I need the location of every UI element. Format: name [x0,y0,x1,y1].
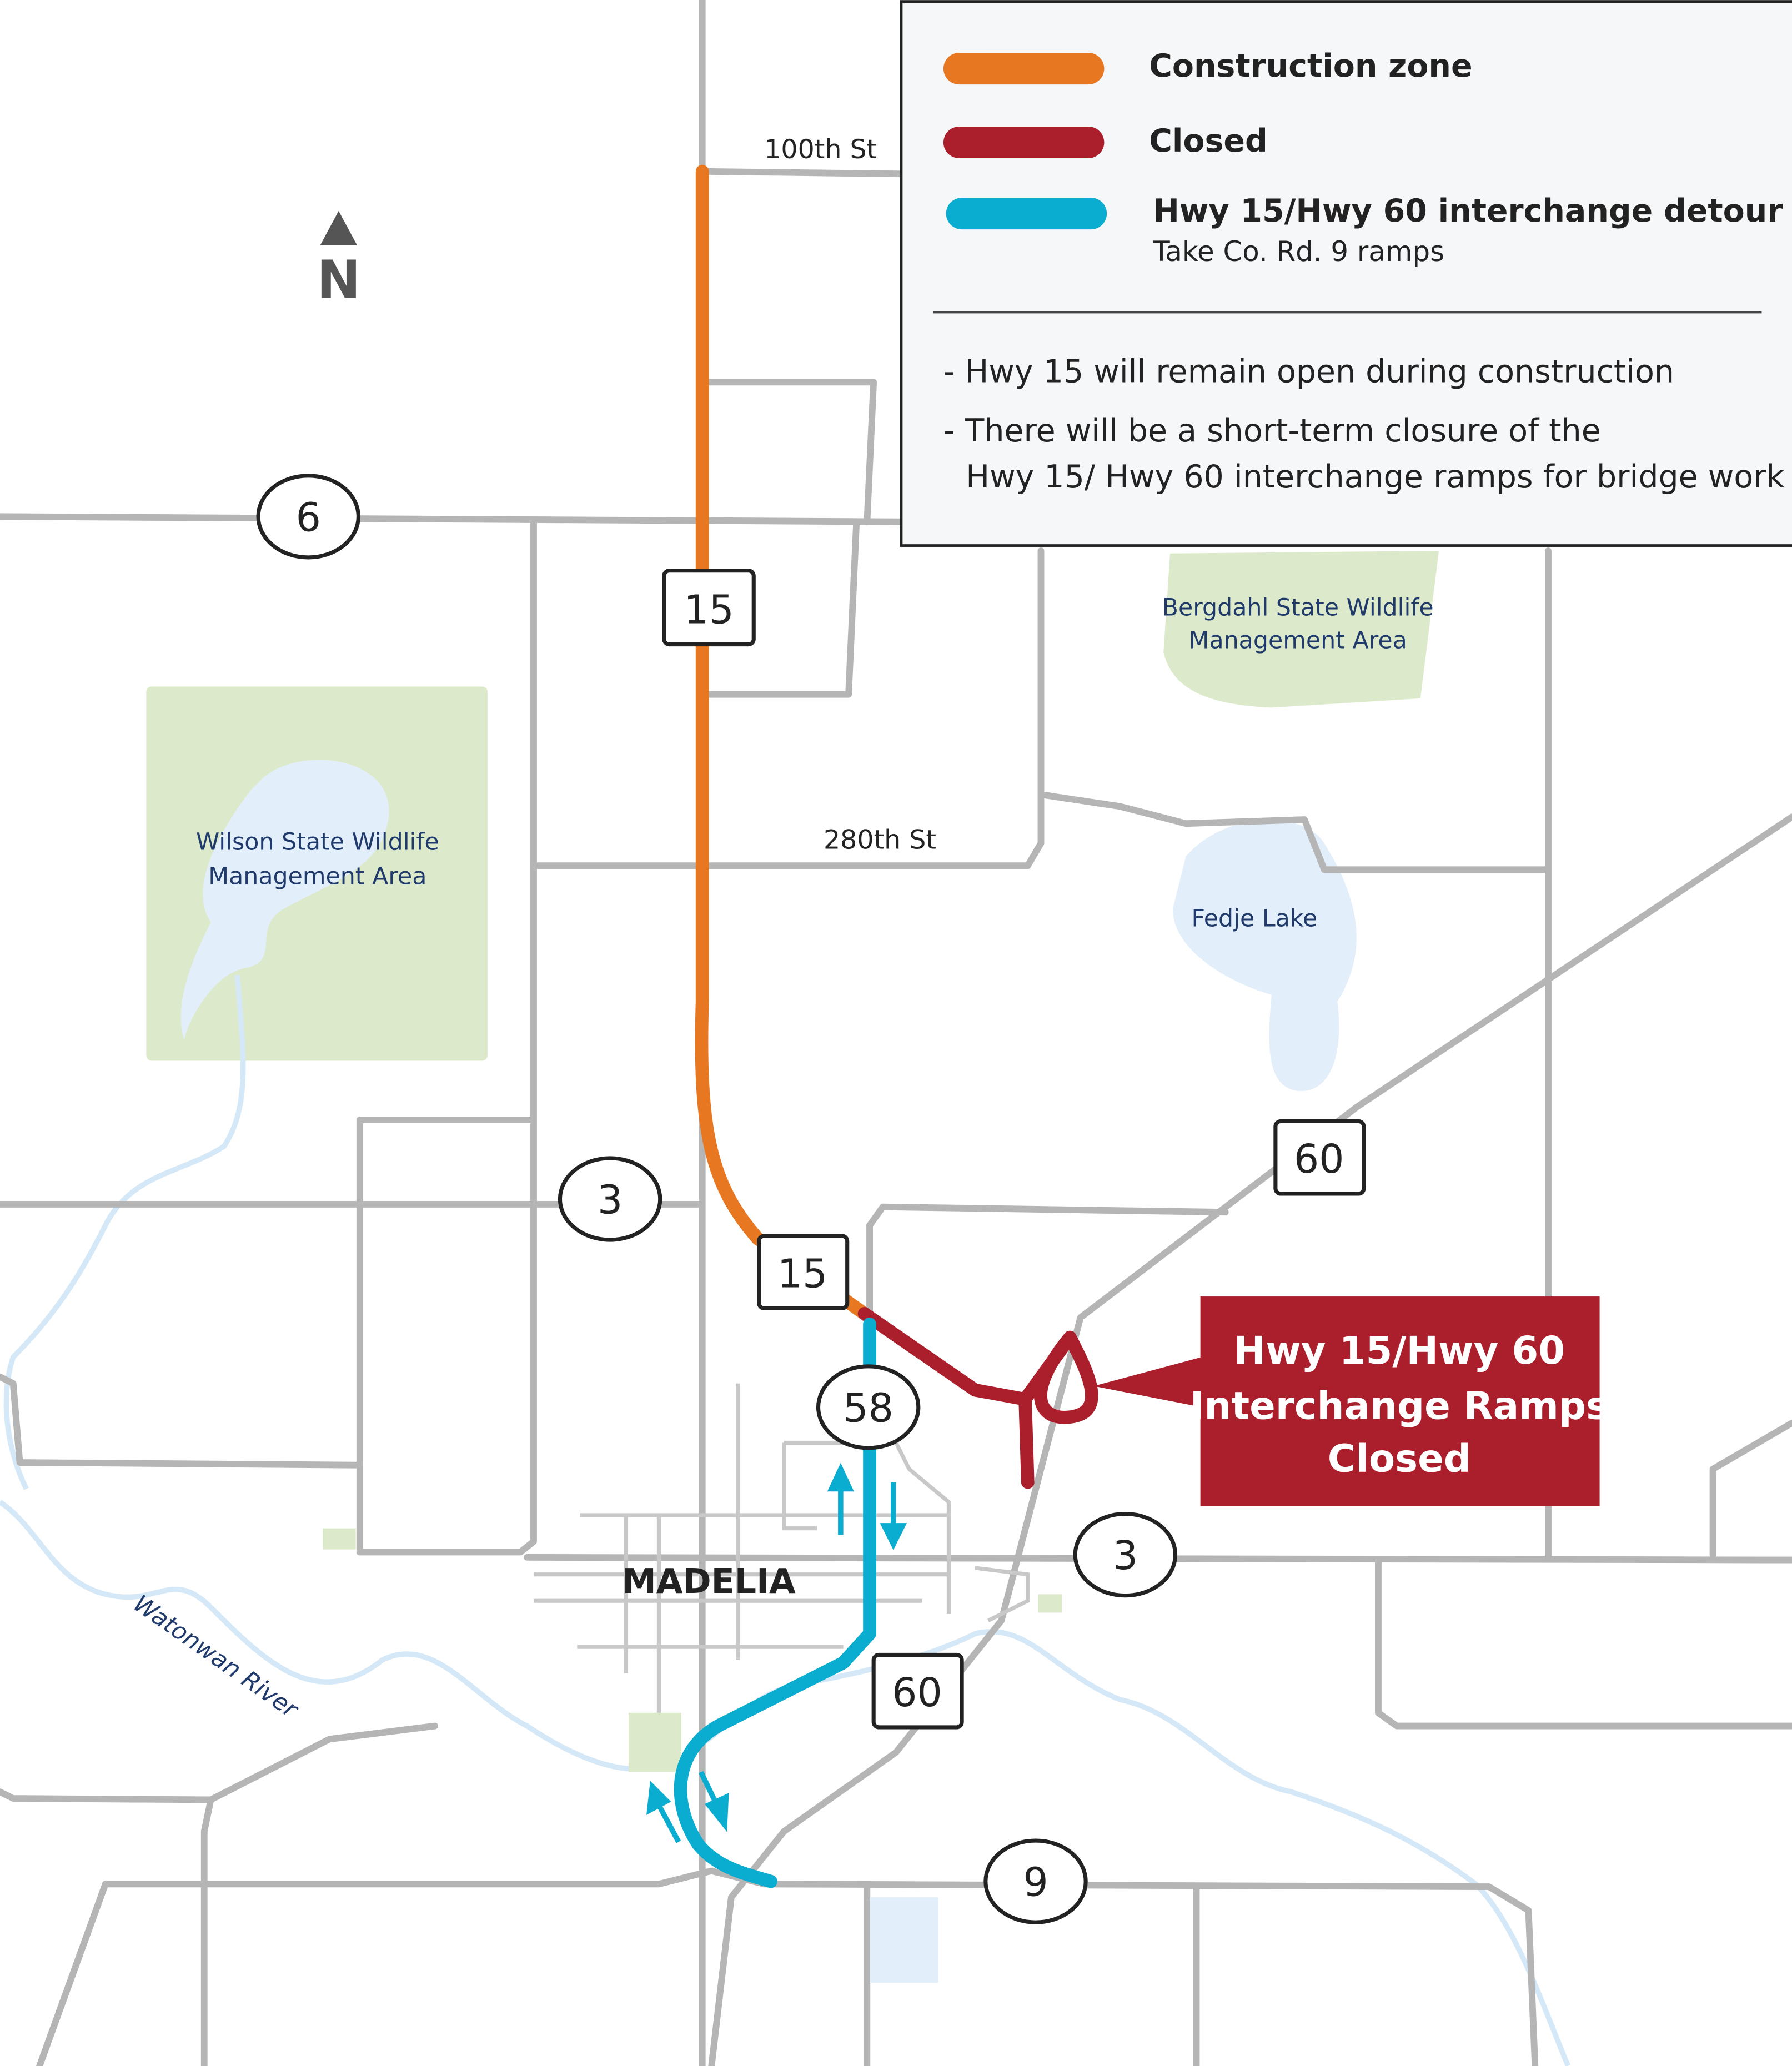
closed-ramps-line [857,1307,1098,1489]
detour-arrows [646,1462,907,1843]
svg-text:6: 6 [296,494,321,540]
shield-hwy-60: 60 [871,1652,964,1730]
legend-swatch-closed [943,127,1105,158]
bergdahl-label: Bergdahl State Wildlife [1162,594,1434,621]
legend-label-construction: Construction zone [1149,48,1473,84]
legend-label-closed: Closed [1149,123,1268,159]
legend-sublabel-detour: Take Co. Rd. 9 ramps [1152,235,1444,268]
legend-note: - Hwy 15 will remain open during constru… [943,353,1674,390]
svg-text:3: 3 [1113,1532,1138,1579]
svg-text:58: 58 [843,1385,894,1431]
wilson-lake [180,760,389,1041]
detour-line [674,1318,876,1888]
fedje-lake [1172,820,1357,1092]
shield-county-9: 9 [983,1838,1088,1924]
shield-hwy-60: 60 [1273,1119,1366,1196]
legend-note: - There will be a short-term closure of … [943,413,1601,449]
north-label: N [317,249,360,310]
svg-text:60: 60 [892,1670,942,1716]
pond [870,1897,938,1983]
shield-county-6: 6 [256,474,360,560]
shield-hwy-15: 15 [662,569,756,647]
wilson-label: Management Area [208,862,426,890]
svg-text:15: 15 [684,587,734,633]
shield-county-58: 58 [816,1364,921,1450]
bergdahl-wma [1163,551,1439,708]
construction-zone-line [695,164,871,1320]
svg-text:Interchange Ramps: Interchange Ramps [1190,1384,1609,1429]
shield-county-3: 3 [558,1156,662,1242]
svg-text:9: 9 [1023,1859,1048,1906]
closure-callout: Hwy 15/Hwy 60 Interchange Ramps Closed [1190,1296,1609,1506]
shield-hwy-15: 15 [757,1234,850,1310]
svg-text:Hwy 15/Hwy 60: Hwy 15/Hwy 60 [1234,1329,1565,1373]
street-label-280th: 280th St [824,825,936,855]
fedje-lake-label: Fedje Lake [1192,904,1318,932]
legend-label-detour: Hwy 15/Hwy 60 interchange detour [1153,193,1783,229]
svg-text:Closed: Closed [1328,1437,1471,1481]
bergdahl-label: Management Area [1189,627,1407,655]
north-arrow-icon [320,210,358,245]
svg-text:60: 60 [1294,1136,1344,1182]
callout-pointer [1093,1357,1202,1408]
svg-text:3: 3 [598,1177,623,1223]
legend-swatch-detour [946,198,1107,230]
wilson-label: Wilson State Wildlife [196,828,439,856]
small-park [1038,1594,1062,1613]
shield-county-3: 3 [1073,1512,1178,1598]
legend-note: Hwy 15/ Hwy 60 interchange ramps for bri… [966,459,1784,495]
legend-swatch-construction [943,53,1105,85]
small-park [323,1528,356,1550]
creek [3,974,246,1490]
small-park [628,1712,681,1772]
svg-text:15: 15 [777,1250,828,1296]
legend: Construction zone Closed Hwy 15/Hwy 60 i… [900,0,1792,547]
town-label: MADELIA [622,1561,796,1601]
street-label-100th: 100th St [764,134,877,165]
